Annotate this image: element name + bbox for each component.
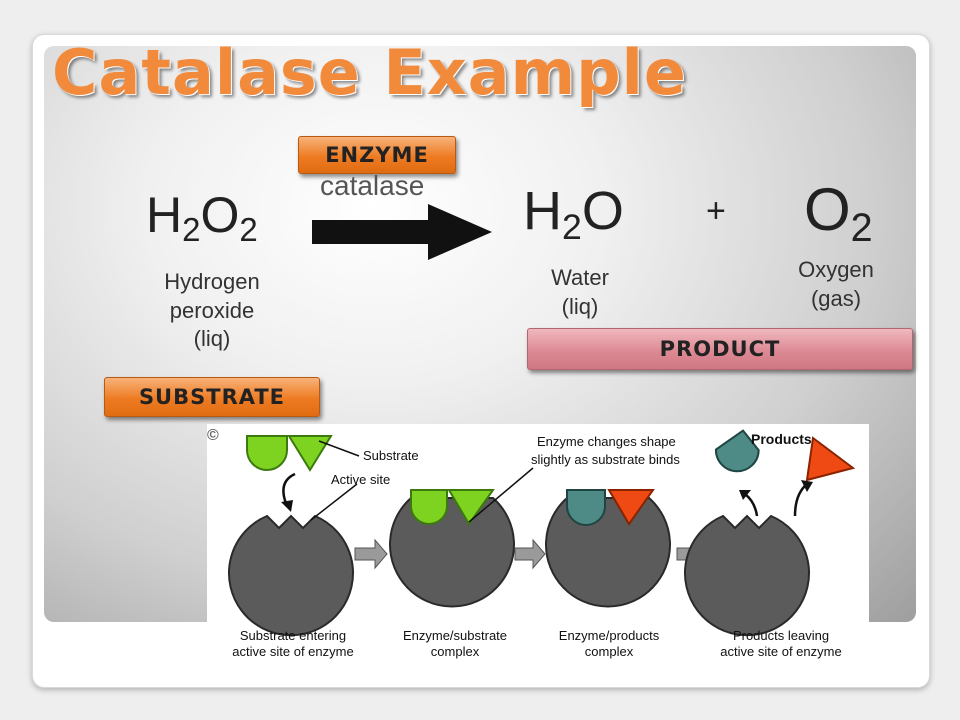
- product-tag: PRODUCT: [527, 328, 913, 370]
- enzyme-mechanism-diagram: © Substrate Active site Enzyme changes s…: [207, 424, 869, 668]
- caption-stage-3-line-1: Enzyme/products: [559, 628, 660, 643]
- enzyme-4: [684, 514, 810, 637]
- release-arrow-head: [801, 480, 813, 492]
- reaction-arrow: [312, 204, 492, 260]
- bound-product-semicircle: [566, 489, 606, 526]
- formula-subscript: 2: [562, 206, 582, 247]
- formula-o: O: [581, 181, 624, 241]
- formula-h: H: [146, 187, 183, 243]
- caption-stage-1-line-1: Substrate entering: [240, 628, 346, 643]
- formula-subscript: 2: [850, 206, 873, 251]
- callout-shape-change-2: slightly as substrate binds: [531, 452, 680, 467]
- callout-line: [310, 483, 358, 521]
- formula-o: O: [200, 187, 240, 243]
- reactant-formula: H2O2: [146, 187, 258, 246]
- released-product-semicircle: [714, 429, 760, 473]
- enzyme-3: [545, 497, 671, 608]
- product-water-label: Water (liq): [520, 264, 640, 321]
- enzyme-name: catalase: [320, 170, 425, 201]
- release-arrow-head: [739, 490, 751, 500]
- copyright-mark: ©: [207, 427, 219, 444]
- enzyme-2: [389, 497, 515, 608]
- caption-stage-3-line-2: complex: [585, 644, 634, 659]
- callout-active-site: Active site: [331, 472, 390, 487]
- caption-stage-4-line-1: Products leaving: [733, 628, 829, 643]
- callout-substrate: Substrate: [363, 448, 419, 463]
- curved-arrow-head: [281, 500, 293, 512]
- caption-stage-2-line-2: complex: [431, 644, 480, 659]
- caption-stage-2-line-1: Enzyme/substrate: [403, 628, 507, 643]
- bound-substrate-semicircle: [410, 489, 448, 525]
- released-product-triangle: [805, 436, 856, 482]
- label-line: (liq): [561, 293, 599, 319]
- step-arrow: [354, 538, 388, 570]
- product-water-formula: H2O: [523, 181, 624, 245]
- step-arrow: [514, 538, 546, 570]
- substrate-triangle: [287, 435, 333, 472]
- release-arrow: [744, 493, 759, 517]
- bound-product-triangle: [607, 489, 655, 526]
- callout-shape-change-1: Enzyme changes shape: [537, 434, 676, 449]
- callout-line: [318, 440, 360, 457]
- enzyme-tag: ENZYME: [298, 136, 456, 174]
- reactant-label: Hydrogen peroxide (liq): [132, 268, 292, 354]
- callout-products: Products: [751, 431, 812, 447]
- caption-stage-1-line-2: active site of enzyme: [232, 644, 353, 659]
- label-line: Hydrogen: [164, 269, 260, 294]
- label-line: peroxide: [169, 297, 255, 323]
- caption-stage-4-line-2: active site of enzyme: [720, 644, 841, 659]
- slide-title: Catalase Example: [52, 36, 687, 109]
- label-line: (liq): [193, 326, 231, 352]
- substrate-semicircle: [246, 435, 288, 471]
- label-line: Oxygen: [798, 257, 874, 282]
- label-line: Water: [551, 265, 609, 290]
- formula-subscript: 2: [239, 211, 258, 249]
- label-line: (gas): [810, 285, 862, 311]
- release-arrow: [793, 483, 808, 517]
- formula-o: O: [804, 176, 851, 243]
- formula-subscript: 2: [182, 211, 201, 249]
- formula-h: H: [523, 181, 562, 241]
- plus-sign: +: [706, 192, 726, 230]
- enzyme-1: [228, 514, 354, 637]
- product-oxygen-label: Oxygen (gas): [774, 256, 898, 313]
- product-oxygen-formula: O2: [804, 180, 873, 248]
- callout-line: [468, 467, 534, 523]
- bound-substrate-triangle: [447, 489, 495, 526]
- substrate-tag: SUBSTRATE: [104, 377, 320, 417]
